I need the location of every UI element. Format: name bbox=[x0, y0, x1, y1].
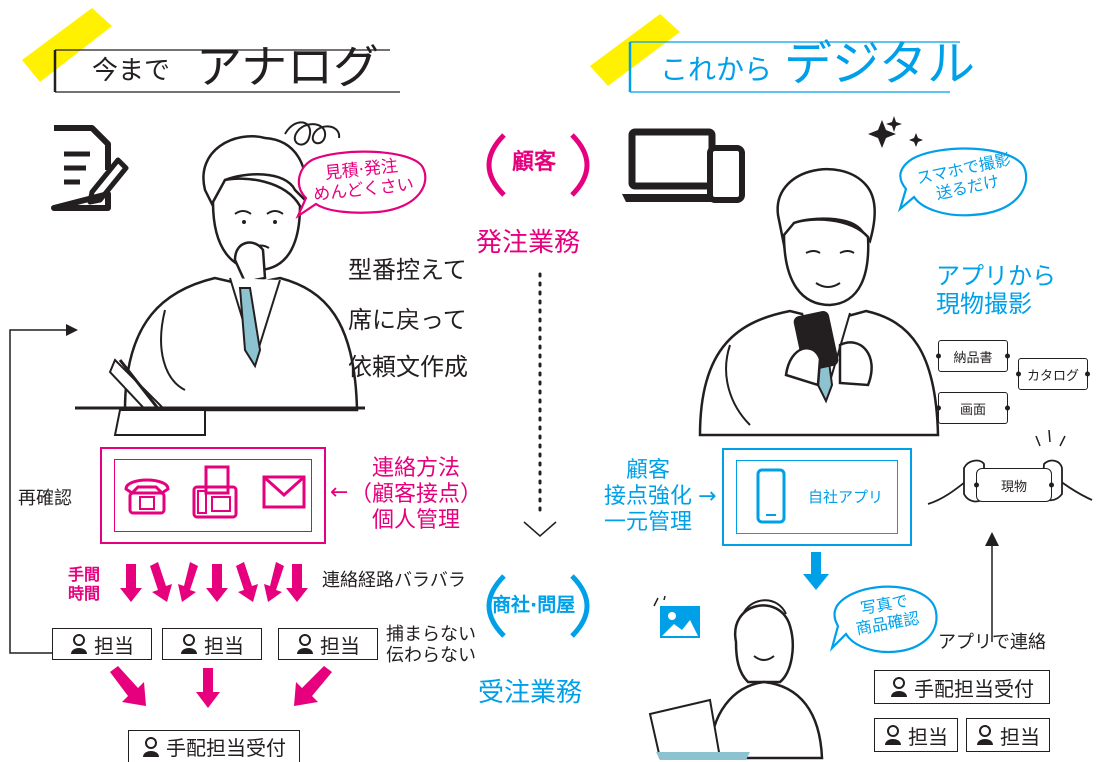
person-icon bbox=[977, 725, 993, 745]
route-note: 連絡経路バラバラ bbox=[322, 570, 466, 591]
customer-badge-ring bbox=[486, 133, 590, 197]
right-heading-prefix: これから bbox=[660, 53, 773, 86]
person-icon bbox=[181, 634, 197, 654]
phone-icon bbox=[124, 478, 170, 515]
worried-businessman-illustration bbox=[75, 121, 365, 436]
left-speech-bubble-shape bbox=[295, 150, 427, 220]
mail-icon bbox=[262, 475, 306, 509]
left-heading-prefix: 今まで bbox=[92, 56, 171, 86]
staff-label: 担当 bbox=[204, 633, 244, 658]
woman-at-laptop-illustration bbox=[648, 599, 824, 760]
fax-icon bbox=[192, 465, 238, 519]
flow-dotted-arrow bbox=[523, 272, 557, 537]
unreachable-note: 捕まらない 伝わらない bbox=[386, 624, 476, 667]
photo-speech-bubble-shape bbox=[829, 585, 938, 654]
right-staff-box-2: 担当 bbox=[966, 718, 1050, 752]
heading-decorations bbox=[22, 8, 960, 93]
order-task-label: 発注業務 bbox=[476, 228, 581, 258]
app-contact-label: アプリで連絡 bbox=[938, 632, 1046, 653]
staff-box-3: 担当 bbox=[278, 628, 378, 660]
right-staff-box-1: 担当 bbox=[874, 718, 958, 752]
document-pen-icon bbox=[51, 125, 129, 211]
left-heading-main: アナログ bbox=[196, 40, 380, 94]
effort-label: 手間 時間 bbox=[68, 565, 101, 603]
receive-task-label: 受注業務 bbox=[478, 678, 583, 708]
contact-arrow-icon: ← bbox=[330, 480, 349, 505]
company-app-box: 自社アプリ bbox=[722, 448, 912, 546]
down-arrow-icon bbox=[803, 552, 829, 590]
trader-badge: 商社·問屋 bbox=[492, 594, 576, 616]
smartphone-icon bbox=[756, 468, 786, 524]
customer-badge: 顧客 bbox=[512, 150, 557, 175]
person-icon bbox=[71, 634, 87, 654]
company-app-label: 自社アプリ bbox=[808, 488, 884, 506]
right-heading-main: デジタル bbox=[784, 36, 976, 92]
left-receiver-box: 手配担当受付 bbox=[128, 730, 300, 762]
laptop-smartphone-icon bbox=[622, 128, 745, 203]
right-receiver-label: 手配担当受付 bbox=[914, 676, 1034, 701]
converging-arrows-icon bbox=[110, 666, 332, 708]
step-2-text: 席に戻って bbox=[348, 306, 467, 334]
recheck-label: 再確認 bbox=[18, 488, 72, 509]
image-icon bbox=[653, 595, 700, 638]
left-receiver-label: 手配担当受付 bbox=[166, 736, 286, 760]
touchpoint-label: 顧客 接点強化 一元管理 bbox=[604, 458, 693, 535]
sparkle-icon bbox=[868, 116, 923, 148]
scattered-arrows-icon bbox=[120, 562, 308, 602]
staff-label: 担当 bbox=[1000, 724, 1040, 749]
contact-methods-label: 連絡方法 （顧客接点） 個人管理 bbox=[350, 456, 483, 533]
trader-badge-ring bbox=[486, 574, 590, 638]
app-capture-label: アプリから 現物撮影 bbox=[936, 262, 1056, 319]
touchpoint-arrow-icon: → bbox=[698, 484, 717, 509]
up-arrow-icon bbox=[985, 532, 999, 642]
tag-delivery-slip: 納品書 bbox=[938, 340, 1008, 372]
person-icon bbox=[885, 725, 901, 745]
right-speech-bubble-shape bbox=[897, 147, 1028, 217]
staff-box-1: 担当 bbox=[52, 628, 152, 660]
contact-methods-box bbox=[100, 447, 326, 544]
right-receiver-box: 手配担当受付 bbox=[874, 670, 1050, 704]
person-icon bbox=[297, 634, 313, 654]
person-icon bbox=[143, 736, 159, 757]
step-1-text: 型番控えて bbox=[348, 256, 467, 284]
tag-physical-item: 現物 bbox=[976, 468, 1052, 502]
smiling-businessman-illustration bbox=[698, 167, 940, 437]
staff-label: 担当 bbox=[94, 633, 134, 658]
person-icon bbox=[891, 677, 907, 697]
staff-label: 担当 bbox=[320, 633, 360, 658]
tag-catalog: カタログ bbox=[1018, 358, 1088, 390]
staff-box-2: 担当 bbox=[162, 628, 262, 660]
recheck-loop-line bbox=[9, 324, 78, 654]
step-3-text: 依頼文作成 bbox=[348, 353, 468, 381]
tag-screen: 画面 bbox=[938, 392, 1008, 424]
staff-label: 担当 bbox=[908, 724, 948, 749]
